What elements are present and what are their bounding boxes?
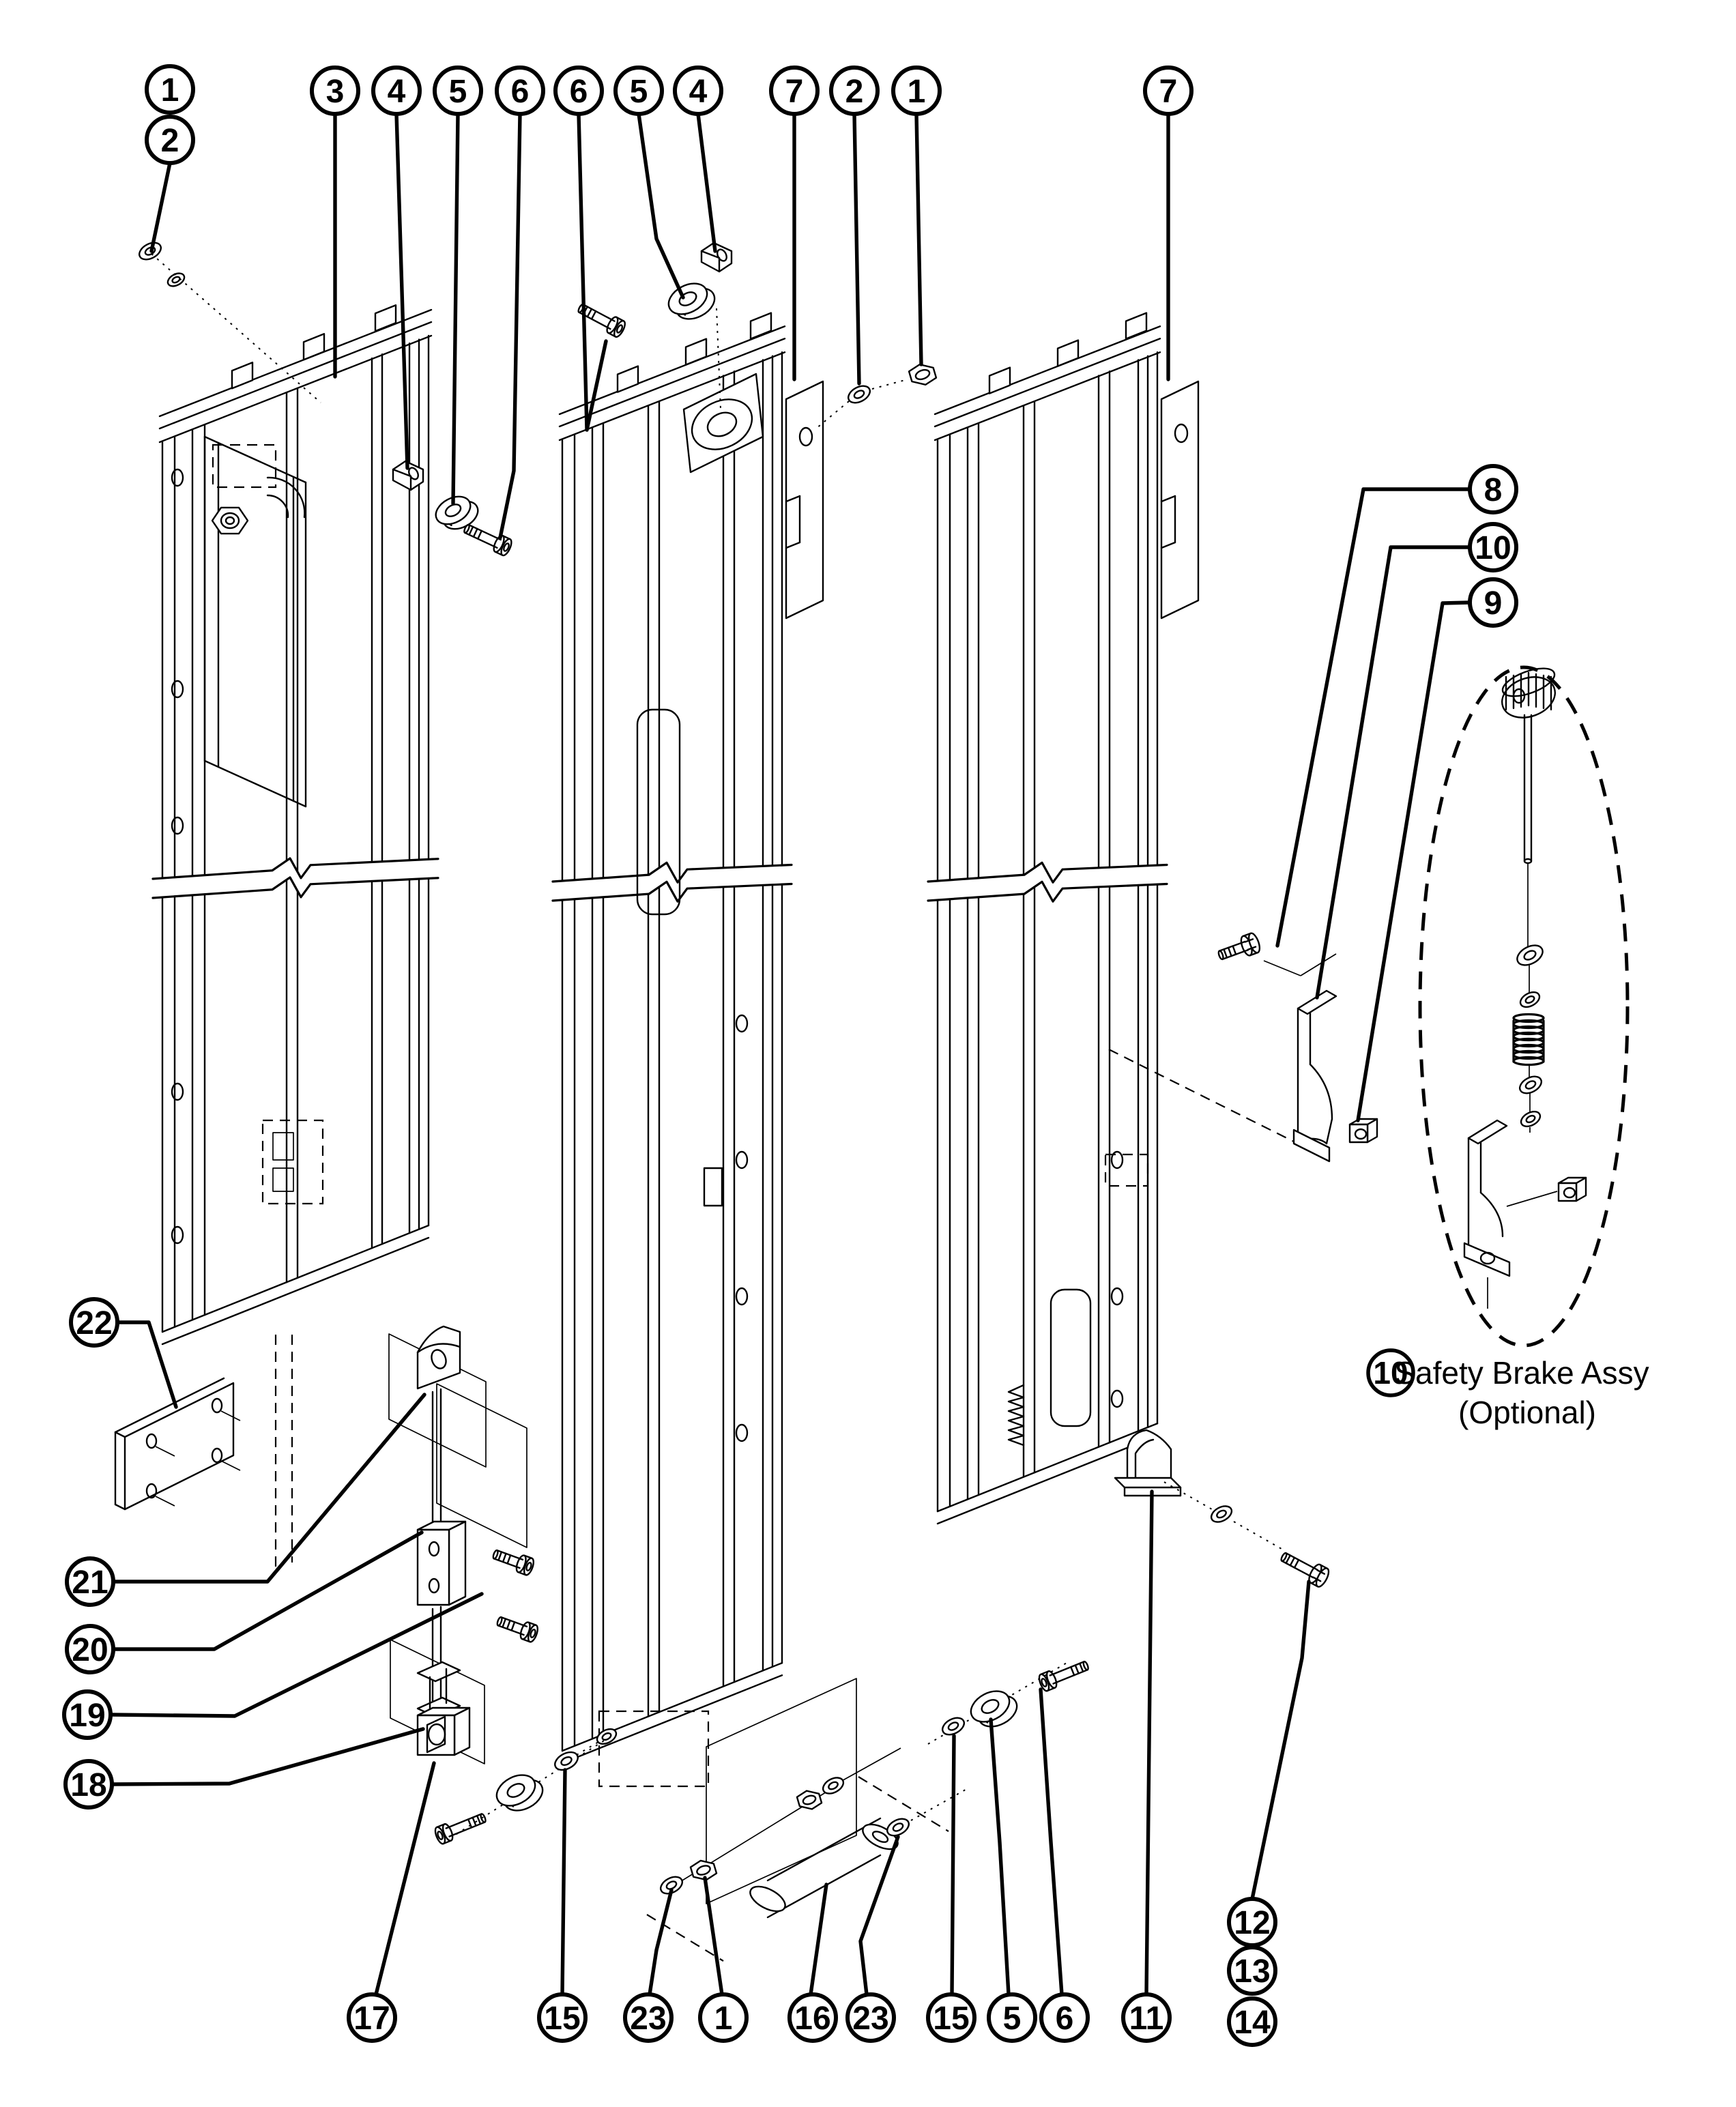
svg-text:1: 1 — [161, 72, 179, 108]
svg-text:3: 3 — [326, 74, 345, 110]
svg-text:1: 1 — [714, 2001, 733, 2037]
callout-1: 1 — [891, 66, 942, 366]
svg-text:10: 10 — [1475, 530, 1511, 566]
callout-5: 5 — [613, 66, 685, 300]
svg-text:7: 7 — [1159, 74, 1178, 110]
safety-brake-legend: 10 Safety Brake Assy (Optional) — [1366, 1348, 1649, 1430]
svg-text:19: 19 — [69, 1698, 105, 1734]
left-mast — [151, 304, 439, 1346]
callout-18: 18 — [63, 1727, 425, 1810]
svg-text:7: 7 — [785, 74, 804, 110]
callout-17: 17 — [347, 1761, 436, 2043]
bottom-center-hardware — [659, 1747, 970, 1919]
callout-16: 16 — [787, 1883, 838, 2043]
callout-19: 19 — [62, 1592, 484, 1740]
callout-3: 3 — [310, 66, 360, 379]
callout-14: 14 — [1227, 1996, 1277, 2047]
svg-text:2: 2 — [161, 123, 179, 159]
svg-text:5: 5 — [630, 74, 648, 110]
callout-5: 5 — [987, 1717, 1037, 2043]
callout-7: 7 — [1143, 66, 1194, 381]
ghost-panels — [388, 1333, 949, 1962]
svg-text:18: 18 — [70, 1767, 106, 1803]
svg-text:12: 12 — [1234, 1905, 1270, 1941]
svg-text:17: 17 — [353, 2001, 390, 2037]
svg-text:15: 15 — [933, 2001, 969, 2037]
legend-title: Safety Brake Assy — [1394, 1355, 1649, 1391]
legend-number-circle — [1366, 1348, 1415, 1397]
svg-text:23: 23 — [630, 2001, 666, 2037]
callout-15: 15 — [926, 1734, 976, 2043]
right-mast — [927, 312, 1168, 1525]
callout-6: 6 — [1039, 1687, 1090, 2043]
svg-text:1: 1 — [908, 74, 926, 110]
callout-1: 1 — [698, 1876, 749, 2043]
svg-text:6: 6 — [511, 74, 530, 110]
callout-6: 6 — [495, 66, 545, 540]
center-mast — [551, 312, 793, 1764]
svg-text:9: 9 — [1484, 585, 1503, 622]
svg-text:5: 5 — [1003, 2001, 1022, 2037]
svg-text:6: 6 — [1056, 2001, 1074, 2037]
callout-15: 15 — [537, 1768, 588, 2043]
svg-text:13: 13 — [1234, 1953, 1270, 1990]
callout-2: 2 — [829, 66, 880, 386]
brake-actuator-parts — [1217, 932, 1378, 1163]
svg-text:8: 8 — [1484, 472, 1503, 508]
callout-22: 22 — [69, 1297, 178, 1409]
svg-text:11: 11 — [1129, 2001, 1164, 2037]
mount-plate-22 — [114, 1377, 241, 1511]
bottom-left-hardware — [434, 1738, 608, 1845]
svg-text:2: 2 — [845, 74, 864, 110]
callout-11: 11 — [1121, 1490, 1172, 2043]
svg-text:16: 16 — [794, 2001, 830, 2037]
left-mast-carriage — [203, 435, 324, 1569]
left-block-stack — [416, 1325, 538, 1756]
callout-13: 13 — [1227, 1945, 1277, 1996]
line-art — [114, 242, 1630, 1962]
svg-text:22: 22 — [76, 1305, 112, 1341]
right-mast-details — [1007, 380, 1318, 1447]
callout-5: 5 — [433, 66, 483, 506]
callout-1: 1 — [145, 64, 195, 115]
callout-4: 4 — [673, 66, 723, 253]
callout-12: 12 — [1227, 1580, 1311, 1947]
callout-8: 8 — [1275, 464, 1518, 948]
svg-text:14: 14 — [1234, 2005, 1271, 2041]
callout-21: 21 — [65, 1393, 426, 1607]
top-hardware — [138, 242, 938, 557]
svg-text:4: 4 — [388, 74, 406, 110]
svg-text:21: 21 — [72, 1565, 108, 1601]
svg-text:5: 5 — [449, 74, 467, 110]
callout-23: 23 — [623, 1888, 674, 2043]
callout-4: 4 — [371, 66, 422, 470]
safety-brake-assembly — [1418, 665, 1630, 1348]
callout-2: 2 — [145, 115, 195, 253]
legend-subtitle: (Optional) — [1458, 1395, 1596, 1430]
callout-9: 9 — [1356, 577, 1518, 1122]
callout-20: 20 — [65, 1530, 424, 1674]
svg-text:20: 20 — [72, 1632, 108, 1668]
callout-10: 10 — [1315, 522, 1518, 1000]
svg-text:23: 23 — [852, 2001, 888, 2037]
svg-text:4: 4 — [689, 74, 708, 110]
legend-number: 10 — [1373, 1355, 1408, 1391]
svg-text:15: 15 — [544, 2001, 580, 2037]
bottom-right-hardware — [927, 1429, 1330, 1745]
center-mast-details — [576, 373, 824, 1788]
callout-6: 6 — [553, 66, 608, 432]
svg-text:6: 6 — [570, 74, 588, 110]
callout-7: 7 — [769, 66, 820, 381]
callout-23: 23 — [845, 1835, 900, 2043]
